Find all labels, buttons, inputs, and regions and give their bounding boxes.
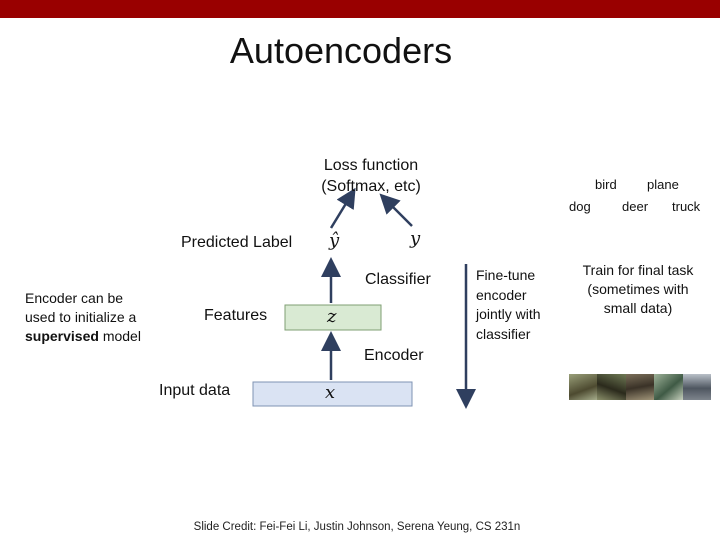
encoder-init-note: Encoder can be used to initialize a supe… <box>25 289 175 346</box>
var-yhat: ŷ <box>329 230 340 251</box>
class-dog: dog <box>569 199 591 214</box>
note-line-2: used to initialize a <box>25 309 137 325</box>
finetune-line-2: encoder <box>476 286 527 303</box>
var-y: y <box>410 228 421 249</box>
top-bar <box>0 0 720 18</box>
train-note: Train for final task (sometimes with sma… <box>566 261 710 318</box>
train-line-1: Train for final task <box>582 262 694 278</box>
class-deer: deer <box>622 199 649 214</box>
train-line-3: small data) <box>603 300 673 316</box>
slide-title: Autoencoders <box>229 30 453 71</box>
loss-arrow-left <box>329 187 356 229</box>
slide-credit: Slide Credit: Fei-Fei Li, Justin Johnson… <box>193 521 521 533</box>
loss-line-1: Loss function <box>323 157 419 174</box>
var-z: z <box>327 306 337 327</box>
note-rest: model <box>98 328 141 344</box>
finetune-line-3: jointly with <box>476 306 541 322</box>
features-label: Features <box>204 307 268 324</box>
encoder-label: Encoder <box>364 347 424 364</box>
predicted-label: Predicted Label <box>181 234 293 251</box>
class-plane: plane <box>647 177 679 192</box>
train-line-2: (sometimes with <box>587 281 689 297</box>
note-line-3: supervised model <box>25 327 175 346</box>
loss-arrow-right <box>379 193 413 227</box>
finetune-line-4: classifier <box>476 325 531 342</box>
class-bird: bird <box>595 177 617 192</box>
features-box <box>284 304 382 331</box>
sample-image-strip <box>569 374 711 400</box>
note-bold: supervised <box>25 328 99 344</box>
class-truck: truck <box>672 199 701 214</box>
finetune-line-1: Fine-tune <box>476 267 536 283</box>
sample-thumbnail <box>682 374 711 400</box>
finetune-note: Fine-tune encoder jointly with classifie… <box>476 266 566 344</box>
sample-thumbnail <box>569 374 598 400</box>
classifier-label: Classifier <box>365 271 431 288</box>
note-line-1: Encoder can be <box>25 290 124 306</box>
var-x: x <box>325 382 336 403</box>
sample-thumbnail <box>597 374 626 400</box>
loss-line-2: (Softmax, etc) <box>321 178 421 195</box>
sample-thumbnail <box>654 374 683 400</box>
input-box <box>252 381 413 407</box>
input-data-label: Input data <box>159 382 231 399</box>
sample-thumbnail <box>625 374 655 400</box>
loss-function-label: Loss function (Softmax, etc) <box>300 155 442 197</box>
